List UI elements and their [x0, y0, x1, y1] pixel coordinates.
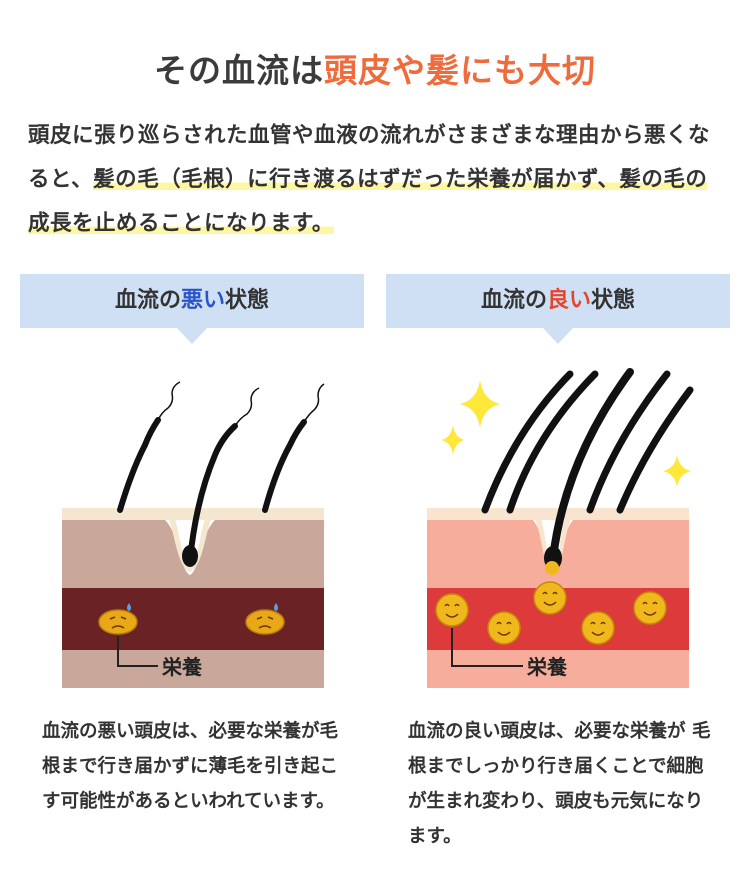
hair-strand — [616, 386, 694, 514]
good-description: 血流の良い頭皮は、必要な栄養が 毛根までしっかり行き届くことで細胞が生まれ変わり… — [408, 721, 711, 847]
label-leader-line — [117, 636, 158, 667]
hair-strand — [117, 417, 161, 513]
nutrient-label: 栄養 — [161, 655, 203, 679]
bad-panel-header: 血流の悪い状態 — [20, 274, 364, 344]
intro-highlight-1: 髪の毛（毛根）に行き渡るはずだった — [93, 167, 467, 192]
good-header-pre: 血流の — [480, 288, 547, 313]
happy-nutrient — [533, 581, 567, 615]
nutrient-at-bulb — [545, 561, 559, 575]
happy-nutrient — [487, 611, 521, 645]
happy-nutrient — [581, 611, 615, 645]
hair-strand — [506, 370, 599, 514]
bad-header-pre: 血流の — [114, 288, 181, 313]
sparkle-icon — [663, 455, 691, 487]
skin-surface — [62, 508, 324, 520]
bad-header-post: 状態 — [225, 288, 270, 313]
hair-strand — [481, 370, 574, 514]
happy-nutrient — [633, 591, 667, 625]
nutrient-label: 栄養 — [526, 655, 568, 679]
sad-nutrient — [245, 603, 285, 635]
hair-strand — [586, 370, 671, 514]
title-accent: 頭皮や髪にも大切 — [324, 51, 596, 90]
sad-nutrient — [98, 603, 138, 635]
sparkle-icon — [460, 380, 500, 428]
upper-tissue — [62, 520, 324, 588]
hair-strand — [262, 419, 307, 513]
hair-tip — [157, 381, 181, 421]
title-part1: その血流は — [154, 51, 324, 90]
hair-tip — [234, 387, 260, 427]
bad-description: 血流の悪い頭皮は、必要な栄養が毛根まで行き届かずに薄毛を引き起こす可能性があると… — [42, 721, 339, 812]
page-title: その血流は頭皮や髪にも大切 — [0, 44, 750, 92]
hair-strand — [549, 368, 634, 562]
label-bg — [523, 654, 585, 678]
good-header-post: 状態 — [591, 288, 636, 313]
intro-part1: 頭皮に張り巡らされた血管や血液の流れがさまざまな理由から悪くなると、 — [28, 123, 711, 192]
bad-scalp-diagram: 栄養 — [62, 381, 325, 688]
label-bg — [158, 654, 220, 678]
hair-tip — [303, 383, 325, 423]
good-scalp-diagram: 栄養 — [427, 368, 694, 688]
hair-strand — [187, 423, 238, 563]
hair-bulb — [182, 545, 198, 567]
hair-follicle — [165, 512, 215, 572]
good-header-word: 良い — [546, 288, 591, 313]
hair-follicle — [531, 512, 575, 573]
happy-nutrient — [435, 593, 469, 627]
intro-text: 頭皮に張り巡らされた血管や血液の流れがさまざまな理由から悪くなると、髪の毛（毛根… — [28, 114, 728, 246]
upper-tissue — [427, 520, 689, 588]
sparkle-icon — [441, 425, 465, 455]
good-panel-header: 血流の良い状態 — [386, 274, 730, 344]
label-leader-line — [451, 628, 523, 667]
bad-header-word: 悪い — [180, 288, 225, 313]
